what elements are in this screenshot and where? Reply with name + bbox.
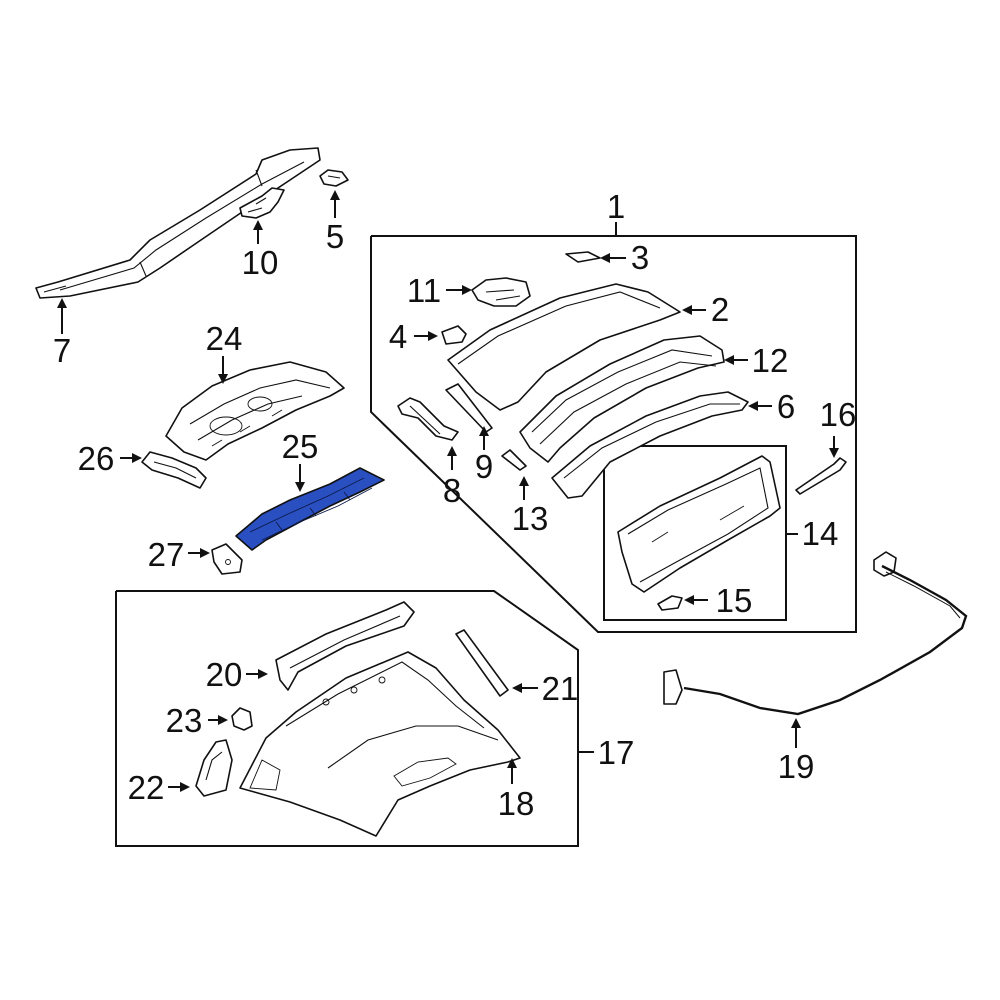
part-19-seal[interactable] <box>663 551 968 716</box>
callout-18: 18 <box>498 785 535 822</box>
part-25-highlighted-panel[interactable] <box>235 467 385 551</box>
part-9-strip[interactable] <box>445 383 493 433</box>
callout-20: 20 <box>206 656 243 693</box>
part-2-roof-shell[interactable] <box>447 283 681 411</box>
part-18-storage-well[interactable] <box>239 651 521 837</box>
callout-23: 23 <box>166 702 203 739</box>
part-13-clip[interactable] <box>501 449 527 471</box>
callout-13: 13 <box>512 500 549 537</box>
callout-11: 11 <box>407 272 441 309</box>
part-26-bracket[interactable] <box>141 451 207 489</box>
callout-22: 22 <box>128 769 165 806</box>
callout-25: 25 <box>282 428 319 465</box>
callout-9: 9 <box>475 448 493 485</box>
part-6-frame[interactable] <box>551 391 749 499</box>
callout-10: 10 <box>242 244 279 281</box>
callout-12: 12 <box>752 342 789 379</box>
part-22-side-trim[interactable] <box>195 739 233 797</box>
callout-16: 16 <box>820 396 857 433</box>
callout-19: 19 <box>778 748 815 785</box>
part-20-strip[interactable] <box>275 601 415 691</box>
part-5-clip[interactable] <box>319 169 349 187</box>
part-11-latch[interactable] <box>471 277 531 307</box>
callout-26: 26 <box>78 440 115 477</box>
callout-5: 5 <box>326 218 344 255</box>
callout-15: 15 <box>716 582 753 619</box>
callout-17: 17 <box>598 734 635 771</box>
group-box-1 <box>370 235 857 633</box>
callout-1: 1 <box>607 188 625 225</box>
callout-2: 2 <box>711 291 729 328</box>
subgroup-box-14 <box>603 445 787 621</box>
part-4-block[interactable] <box>441 325 467 345</box>
part-15-clip[interactable] <box>657 595 683 611</box>
callout-4: 4 <box>389 318 407 355</box>
callout-3: 3 <box>631 239 649 276</box>
part-7-roof-rail[interactable] <box>35 147 321 299</box>
callout-21: 21 <box>542 670 579 707</box>
part-21-triangle[interactable] <box>455 629 509 697</box>
group-box-17 <box>115 590 579 847</box>
callout-27: 27 <box>148 536 185 573</box>
part-16-rod[interactable] <box>795 457 847 495</box>
callout-14: 14 <box>802 515 839 552</box>
part-14-rear-window[interactable] <box>617 455 781 593</box>
callout-7: 7 <box>53 332 71 369</box>
part-24-rear-panel[interactable] <box>165 361 345 461</box>
callout-8: 8 <box>443 472 461 509</box>
part-27-bracket[interactable] <box>211 543 243 575</box>
callout-6: 6 <box>777 388 795 425</box>
callout-24: 24 <box>206 320 243 357</box>
part-8-bracket[interactable] <box>397 397 459 441</box>
part-23-clip[interactable] <box>231 707 253 731</box>
part-3-pad[interactable] <box>565 251 601 263</box>
part-10-bracket[interactable] <box>239 187 285 219</box>
part-12-roof-frame[interactable] <box>519 335 725 463</box>
